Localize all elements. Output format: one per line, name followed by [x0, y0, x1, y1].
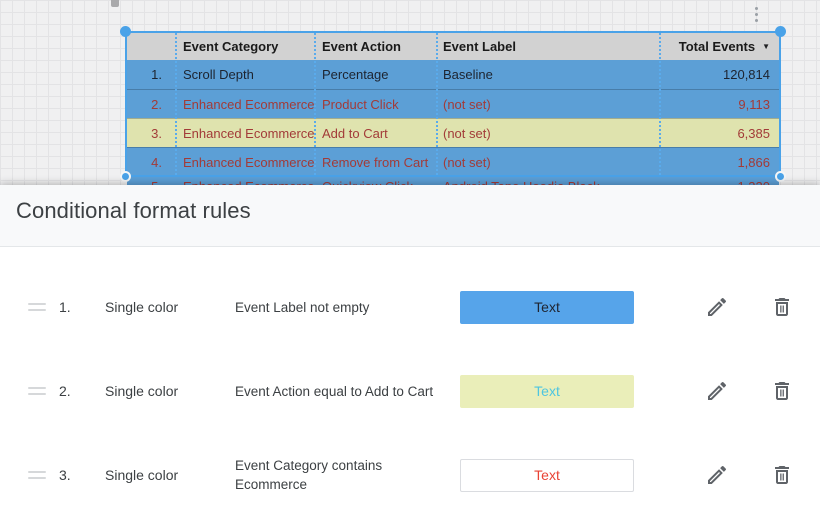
delete-rule-button[interactable] — [770, 295, 794, 319]
resize-handle-top-right[interactable] — [775, 26, 786, 37]
cell-row-number: 1. — [151, 67, 162, 82]
cell-event-category: Enhanced Ecommerce — [183, 125, 314, 141]
format-preview-chip[interactable]: Text — [460, 458, 634, 492]
cell-total-events: 6,385 — [737, 125, 770, 141]
header-cell-total-events[interactable]: Total Events ▼ — [678, 39, 770, 54]
format-rule-row: 3. Single color Event Category contains … — [0, 433, 820, 517]
cell-event-label: (not set) — [443, 154, 491, 170]
resize-handle-bottom-left[interactable] — [120, 171, 131, 182]
format-rule-row: 2. Single color Event Action equal to Ad… — [0, 349, 820, 433]
header-cell-event-label[interactable]: Event Label — [443, 39, 516, 54]
resize-handle-bottom-right[interactable] — [775, 171, 786, 182]
pencil-icon — [705, 382, 729, 407]
delete-rule-button[interactable] — [770, 379, 794, 403]
cell-row-number: 4. — [151, 154, 162, 170]
cell-event-action: Product Click — [322, 96, 399, 112]
trash-icon — [770, 382, 794, 407]
table-row[interactable]: 1. Scroll Depth Percentage Baseline 120,… — [127, 60, 779, 89]
rule-number: 2. — [59, 383, 71, 399]
trash-icon — [770, 466, 794, 491]
rules-list: 1. Single color Event Label not empty Te… — [0, 247, 820, 517]
cell-event-category: Scroll Depth — [183, 67, 254, 82]
header-cell-event-action[interactable]: Event Action — [322, 39, 401, 54]
more-options-icon[interactable] — [750, 7, 762, 29]
trash-icon — [770, 298, 794, 323]
cell-row-number: 3. — [151, 125, 162, 141]
format-preview-chip[interactable]: Text — [460, 290, 634, 324]
drag-handle-icon[interactable] — [28, 471, 48, 479]
header-cell-event-category[interactable]: Event Category — [183, 39, 279, 54]
table-row[interactable]: 4. Enhanced Ecommerce Remove from Cart (… — [127, 147, 779, 176]
rule-type: Single color — [105, 383, 179, 399]
rule-type: Single color — [105, 467, 179, 483]
cell-event-label: Baseline — [443, 67, 493, 82]
pencil-icon — [705, 298, 729, 323]
cell-event-action: Add to Cart — [322, 125, 388, 141]
cell-event-category: Enhanced Ecommerce — [183, 96, 314, 112]
rule-condition: Event Label not empty — [235, 299, 370, 315]
cell-event-action: Percentage — [322, 67, 389, 82]
table-row[interactable]: 2. Enhanced Ecommerce Product Click (not… — [127, 89, 779, 118]
cell-total-events: 1,866 — [737, 154, 770, 170]
canvas-edge-mark — [111, 0, 119, 7]
rule-condition: Event Action equal to Add to Cart — [235, 383, 434, 399]
edit-rule-button[interactable] — [705, 463, 729, 487]
rule-type: Single color — [105, 299, 179, 315]
drag-handle-icon[interactable] — [28, 387, 48, 395]
drag-handle-icon[interactable] — [28, 303, 48, 311]
table-row[interactable]: 3. Enhanced Ecommerce Add to Cart (not s… — [127, 118, 779, 147]
format-rule-row: 1. Single color Event Label not empty Te… — [0, 265, 820, 349]
rule-number: 1. — [59, 299, 71, 315]
cell-event-category: Enhanced Ecommerce — [183, 154, 314, 170]
cell-total-events: 120,814 — [723, 67, 770, 82]
data-table[interactable]: Event Category Event Action Event Label … — [127, 33, 779, 205]
cell-event-label: (not set) — [443, 125, 491, 141]
sort-desc-arrow-icon: ▼ — [762, 42, 770, 51]
cell-row-number: 2. — [151, 96, 162, 112]
header-cell-index — [127, 33, 175, 60]
delete-rule-button[interactable] — [770, 463, 794, 487]
panel-header: Conditional format rules — [0, 185, 820, 247]
rule-condition: Event Category contains Ecommerce — [235, 458, 383, 492]
format-preview-chip[interactable]: Text — [460, 374, 634, 408]
cell-event-action: Remove from Cart — [322, 154, 429, 170]
panel-title: Conditional format rules — [16, 198, 251, 223]
cell-total-events: 9,113 — [738, 96, 770, 112]
cell-event-label: (not set) — [443, 96, 491, 112]
conditional-format-panel: Conditional format rules 1. Single color… — [0, 185, 820, 524]
pencil-icon — [705, 466, 729, 491]
table-header-row: Event Category Event Action Event Label … — [127, 33, 779, 60]
edit-rule-button[interactable] — [705, 379, 729, 403]
resize-handle-top-left[interactable] — [120, 26, 131, 37]
rule-number: 3. — [59, 467, 71, 483]
edit-rule-button[interactable] — [705, 295, 729, 319]
